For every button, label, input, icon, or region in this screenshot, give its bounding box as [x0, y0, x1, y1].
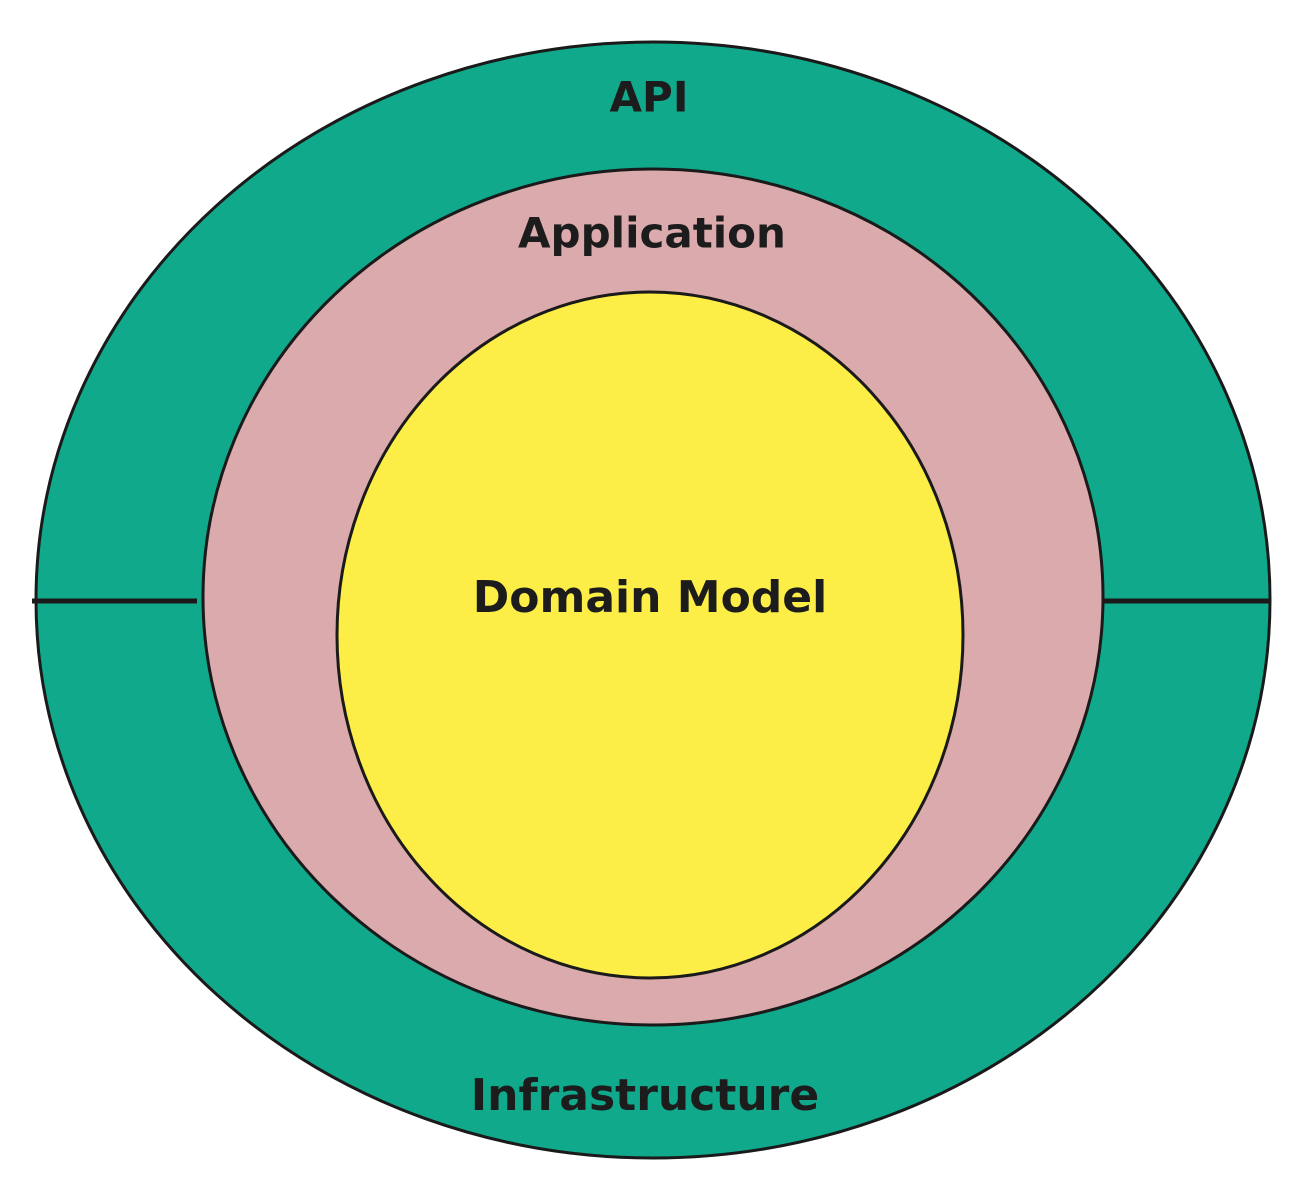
layer-label-application: Application	[518, 209, 786, 258]
layer-label-domain-model: Domain Model	[473, 572, 827, 623]
layer-label-api: API	[610, 73, 689, 122]
inner-circle-domain-model[interactable]	[335, 290, 965, 980]
layer-label-infrastructure: Infrastructure	[471, 1070, 819, 1121]
